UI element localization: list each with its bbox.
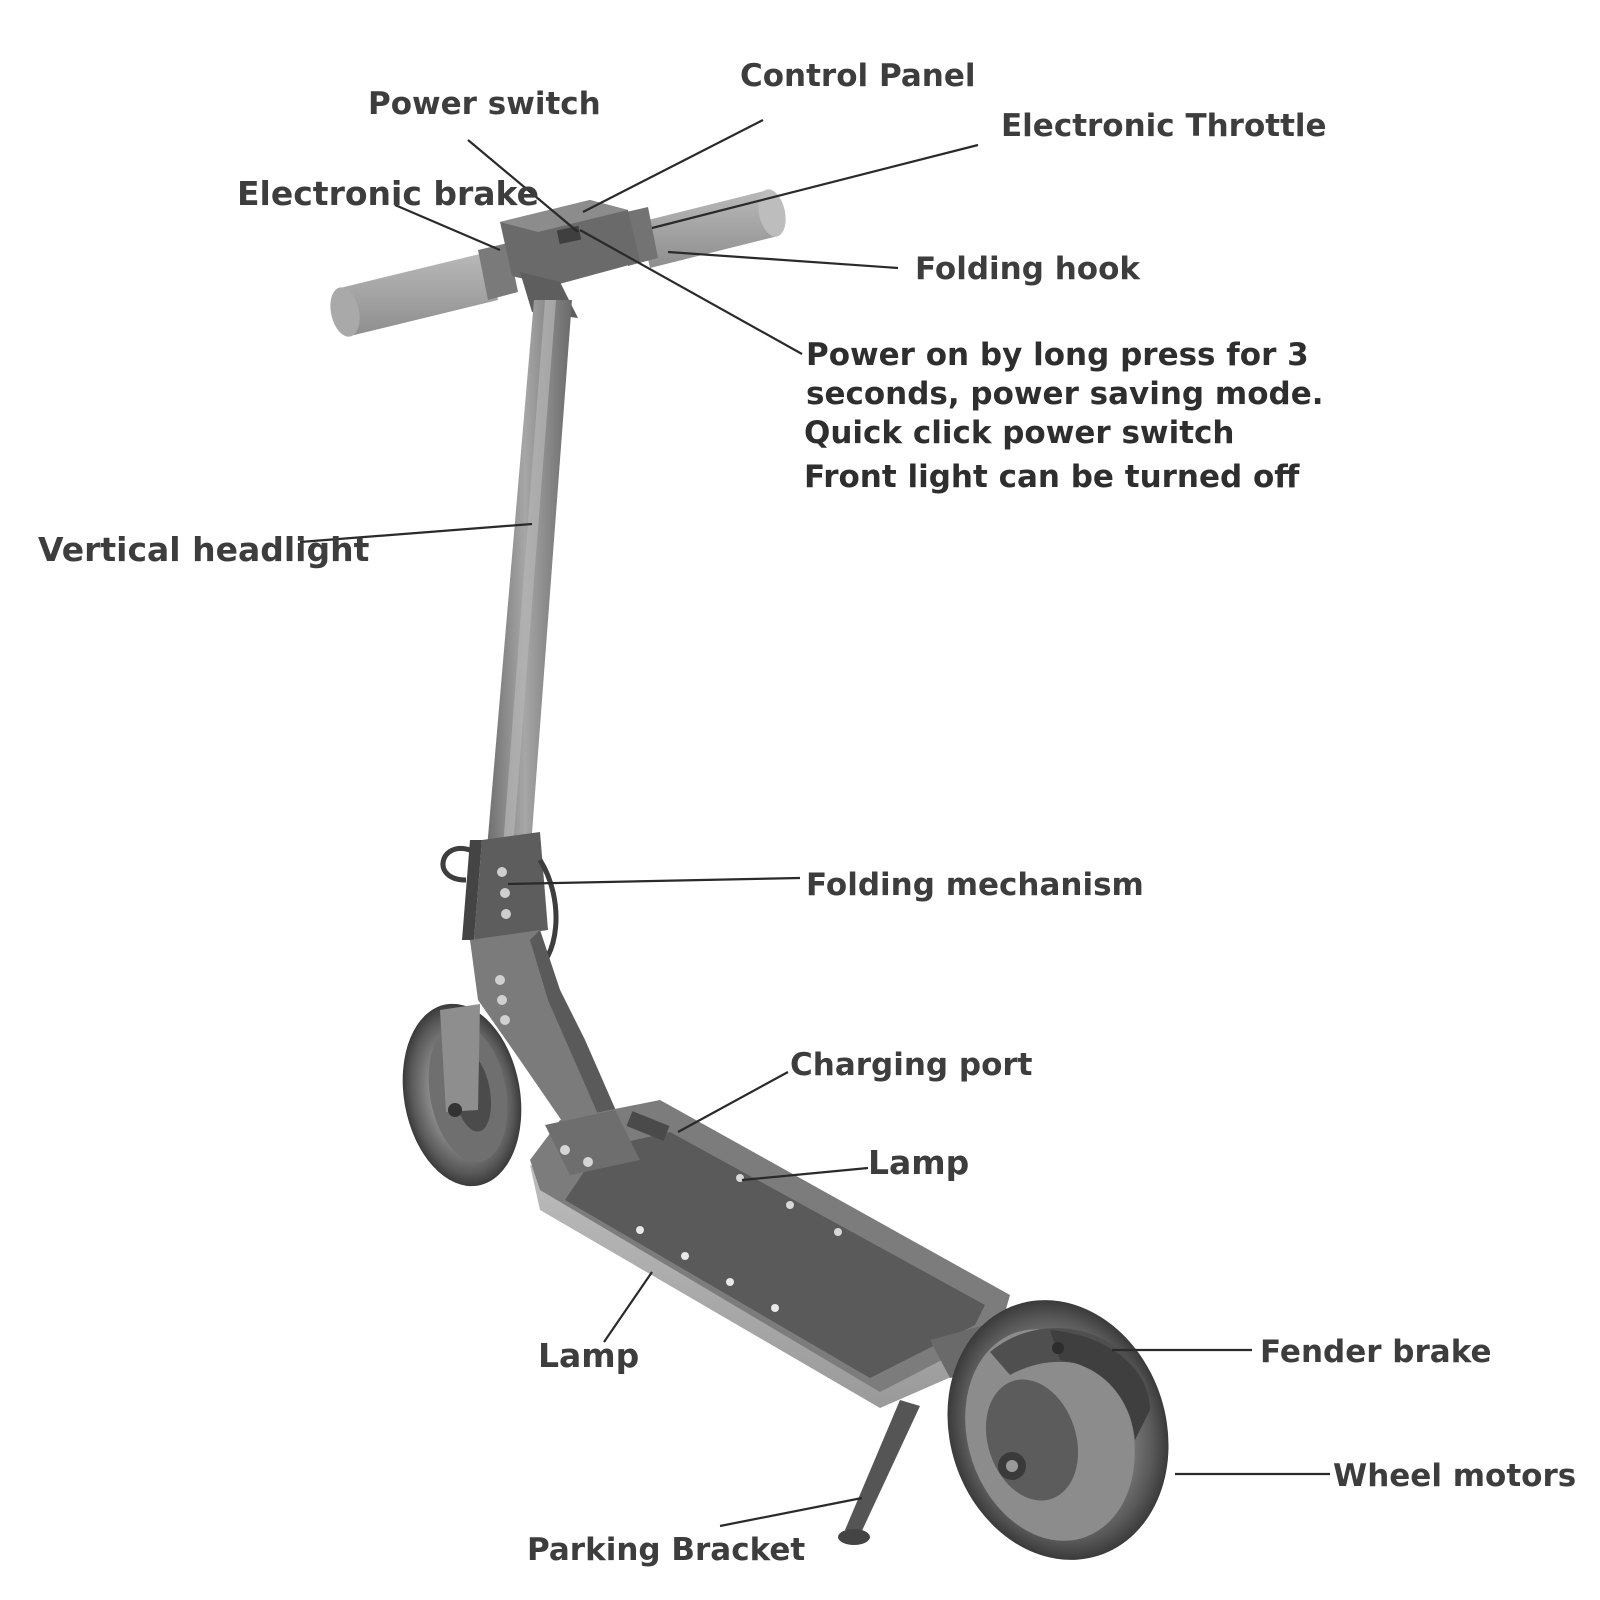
label-power-switch: Power switch: [368, 86, 601, 122]
label-wheel-motors: Wheel motors: [1333, 1458, 1577, 1494]
leader-power-note: [579, 229, 803, 355]
label-folding-hook: Folding hook: [915, 251, 1140, 287]
label-fender-brake: Fender brake: [1260, 1334, 1492, 1370]
front-wheel: [402, 1003, 522, 1187]
power-note-line-3: Quick click power switch: [804, 415, 1235, 451]
leader-electronic-throttle: [651, 143, 979, 230]
label-electronic-throttle: Electronic Throttle: [1001, 108, 1327, 144]
fork: [440, 832, 620, 1140]
leader-lamp-side: [603, 1271, 653, 1343]
leader-lines: [299, 119, 1330, 1528]
leader-control-panel: [582, 119, 764, 213]
leader-electronic-brake: [394, 203, 501, 252]
power-note-line-2: seconds, power saving mode.: [806, 376, 1324, 412]
leader-parking-bracket: [719, 1496, 863, 1528]
rear-wheel: [930, 1300, 1169, 1560]
leader-charging-port: [677, 1071, 789, 1133]
leader-folding-mechanism: [507, 876, 801, 886]
leader-folding-hook: [667, 250, 899, 270]
leader-power-switch: [467, 139, 579, 233]
label-parking-bracket: Parking Bracket: [527, 1532, 806, 1568]
label-lamp-side: Lamp: [538, 1336, 640, 1375]
leader-lamp-deck: [741, 1166, 869, 1182]
label-control-panel: Control Panel: [740, 58, 976, 94]
kickstand: [838, 1400, 920, 1545]
power-note-line-1: Power on by long press for 3: [806, 337, 1309, 373]
label-vertical-headlight: Vertical headlight: [38, 530, 370, 569]
label-lamp-deck: Lamp: [868, 1143, 970, 1182]
label-electronic-brake: Electronic brake: [237, 174, 539, 213]
stem: [486, 300, 572, 860]
label-folding-mechanism: Folding mechanism: [806, 867, 1144, 903]
deck: [530, 1100, 1010, 1408]
label-charging-port: Charging port: [790, 1047, 1033, 1083]
leader-vertical-headlight: [299, 522, 533, 544]
power-note-line-4: Front light can be turned off: [804, 459, 1300, 495]
